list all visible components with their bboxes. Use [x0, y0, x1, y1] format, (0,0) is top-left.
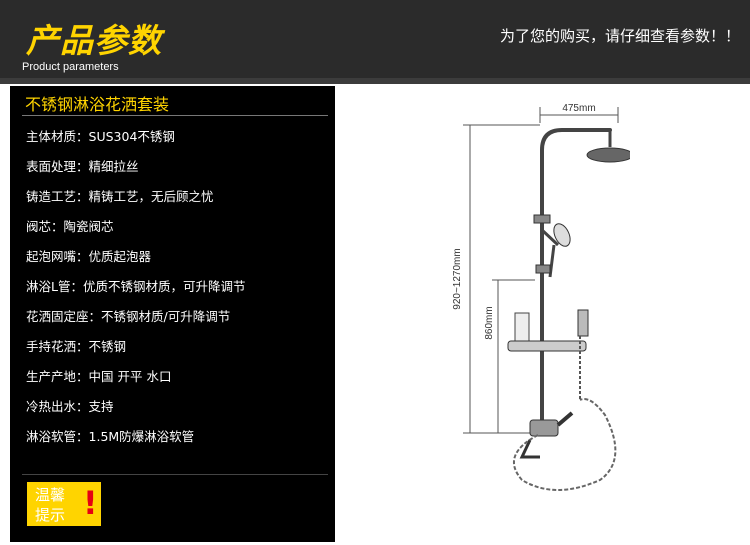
spec-row: 花洒固定座：不锈钢材质/可升降调节	[26, 302, 326, 332]
bar-height-dimension-label: 860mm	[484, 306, 495, 339]
height-dimension	[463, 124, 540, 434]
spec-row: 表面处理：精细拉丝	[26, 152, 326, 182]
spec-row: 生产产地：中国 开平 水口	[26, 362, 326, 392]
spec-list: 主体材质：SUS304不锈钢 表面处理：精细拉丝 铸造工艺：精铸工艺，无后顾之忧…	[26, 122, 326, 452]
spec-label: 主体材质：	[26, 129, 89, 144]
shower-dimension-diagram: 475mm 920~1270mm 860mm	[452, 103, 630, 491]
exclamation-icon: !	[83, 484, 98, 522]
spec-label: 花洒固定座：	[26, 309, 102, 324]
mixer-valve	[519, 411, 574, 459]
shower-riser-pipe	[540, 128, 612, 427]
bidet-sprayer	[577, 309, 589, 400]
page-title: 产品参数	[26, 21, 162, 60]
spec-value: SUS304不锈钢	[88, 129, 175, 144]
spec-value: 优质不锈钢材质，可升降调节	[82, 279, 246, 294]
spec-row: 淋浴L管：优质不锈钢材质，可升降调节	[26, 272, 326, 302]
spec-label: 淋浴L管：	[26, 279, 83, 294]
spec-value: 中国 开平 水口	[88, 369, 172, 384]
purchase-notice: 为了您的购买，请仔细查看参数！！	[499, 27, 740, 45]
spec-panel: 不锈钢淋浴花洒套装 主体材质：SUS304不锈钢 表面处理：精细拉丝 铸造工艺：…	[10, 86, 335, 542]
shelf	[507, 340, 587, 352]
header-bar: 产品参数 Product parameters 为了您的购买，请仔细查看参数！！	[0, 0, 750, 78]
spec-label: 冷热出水：	[26, 399, 89, 414]
spec-value: 不锈钢	[88, 339, 127, 354]
spec-label: 起泡网嘴：	[26, 249, 89, 264]
spec-label: 生产产地：	[26, 369, 89, 384]
spec-row: 冷热出水：支持	[26, 392, 326, 422]
hand-shower	[540, 223, 571, 278]
header-divider	[0, 78, 750, 84]
rain-shower-head	[586, 147, 630, 163]
spec-value: 陶瓷阀芯	[63, 219, 114, 234]
width-dimension	[539, 107, 619, 123]
tips-divider	[22, 474, 328, 475]
hand-shower-holder	[535, 264, 551, 274]
spec-row: 铸造工艺：精铸工艺，无后顾之忧	[26, 182, 326, 212]
spec-row: 阀芯：陶瓷阀芯	[26, 212, 326, 242]
cup-holder	[514, 312, 530, 342]
spec-label: 手持花洒：	[26, 339, 89, 354]
spec-label: 铸造工艺：	[26, 189, 89, 204]
spec-row: 手持花洒：不锈钢	[26, 332, 326, 362]
spec-row: 起泡网嘴：优质起泡器	[26, 242, 326, 272]
spec-label: 阀芯：	[26, 219, 64, 234]
tips-label-line2: 提示	[35, 506, 66, 524]
width-dimension-label: 475mm	[562, 103, 595, 114]
spec-label: 淋浴软管：	[26, 429, 89, 444]
spec-value: 1.5M防爆淋浴软管	[88, 429, 195, 444]
spec-value: 精铸工艺，无后顾之忧	[88, 189, 214, 204]
product-name: 不锈钢淋浴花洒套装	[25, 95, 170, 114]
height-dimension-label: 920~1270mm	[452, 248, 463, 309]
spec-value: 优质起泡器	[88, 249, 152, 264]
spec-row: 淋浴软管：1.5M防爆淋浴软管	[26, 422, 326, 452]
wall-bracket	[533, 214, 551, 224]
spec-row: 主体材质：SUS304不锈钢	[26, 122, 326, 152]
tips-label-line1: 温馨	[35, 486, 66, 504]
spec-label: 表面处理：	[26, 159, 89, 174]
spec-value: 精细拉丝	[88, 159, 139, 174]
product-name-divider	[22, 115, 328, 116]
shower-hose	[513, 398, 617, 491]
spec-value: 不锈钢材质/可升降调节	[101, 309, 231, 324]
tips-badge: 温馨 提示 !	[27, 482, 101, 526]
page-subtitle: Product parameters	[22, 61, 119, 73]
bar-height-dimension	[492, 279, 535, 433]
spec-value: 支持	[88, 399, 114, 414]
